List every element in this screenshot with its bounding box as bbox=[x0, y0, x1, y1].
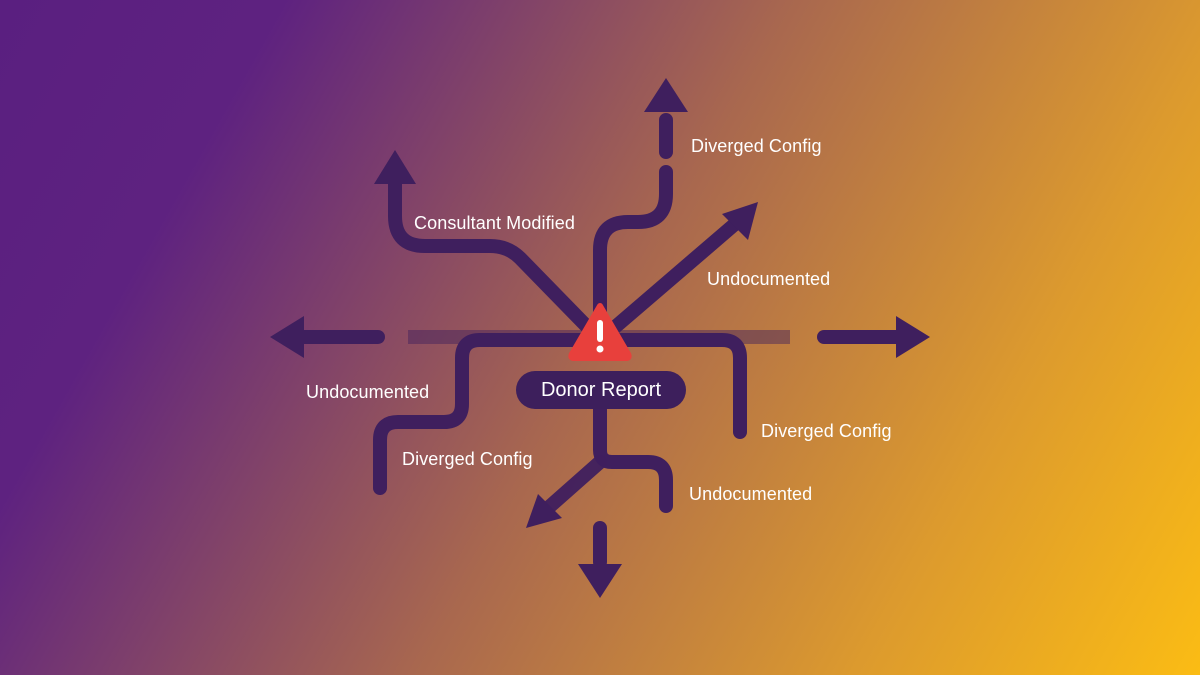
path-upper-right bbox=[593, 217, 742, 347]
branch-label-left: Undocumented bbox=[306, 382, 430, 402]
branch-label-upper-left: Consultant Modified bbox=[414, 213, 575, 233]
arrowhead-bottom bbox=[578, 564, 622, 598]
arrowhead-upper-left bbox=[374, 150, 416, 184]
arrowhead-left bbox=[270, 316, 304, 358]
path-top-right bbox=[593, 165, 673, 352]
arrowhead-lower-diagonal bbox=[526, 494, 562, 528]
branch-label-right: Diverged Config bbox=[761, 421, 892, 441]
path-right bbox=[593, 333, 747, 439]
arrowhead-upper-right bbox=[722, 202, 758, 240]
path-lower-right bbox=[593, 393, 673, 513]
branch-label-upper-right: Undocumented bbox=[707, 269, 831, 289]
path-upper-left bbox=[388, 173, 607, 347]
arrowhead-right bbox=[896, 316, 930, 358]
arrowhead-top bbox=[644, 78, 688, 112]
path-lower-diagonal bbox=[541, 455, 607, 515]
branch-label-lower-left: Diverged Config bbox=[402, 449, 533, 469]
center-node-label: Donor Report bbox=[516, 371, 686, 409]
branch-label-top-right: Diverged Config bbox=[691, 136, 822, 156]
branch-label-lower-right: Undocumented bbox=[689, 484, 813, 504]
warning-triangle-icon bbox=[568, 303, 632, 361]
path-lower-left bbox=[373, 333, 607, 495]
